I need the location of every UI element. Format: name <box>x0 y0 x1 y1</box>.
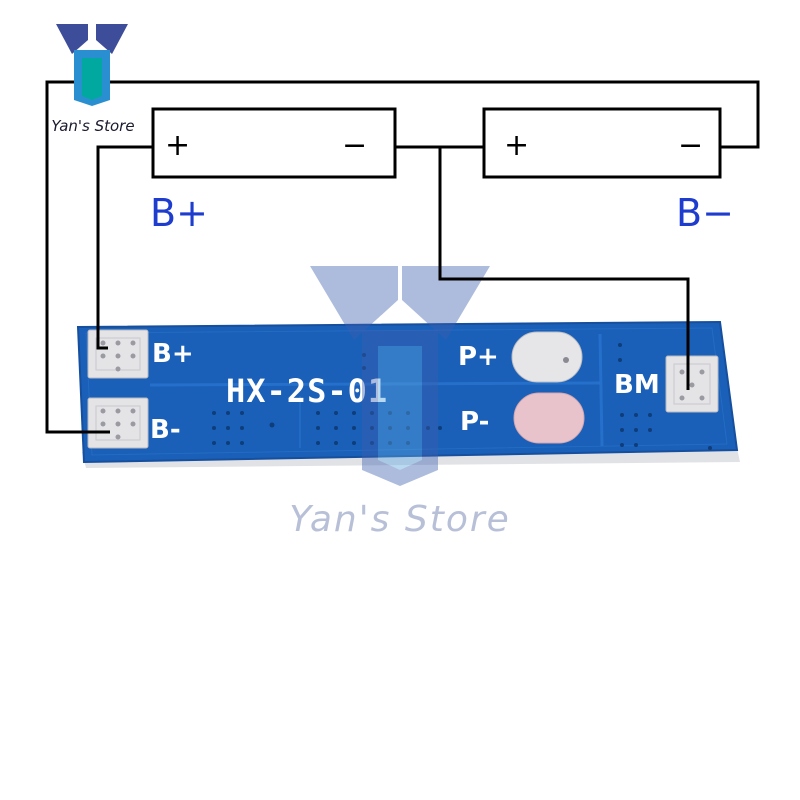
pad-p-plus <box>511 331 583 383</box>
via-dots <box>212 343 712 450</box>
pad-b-minus <box>87 397 149 449</box>
pad-b-plus <box>87 329 149 379</box>
battery-cell-1: + − <box>151 107 397 179</box>
wire-bm <box>438 147 690 390</box>
store-name-label: Yan's Store <box>51 117 134 135</box>
pad-p-minus <box>513 392 585 444</box>
battery-cell-2: + − <box>482 107 722 179</box>
watermark-logo-icon <box>310 266 490 486</box>
pack-negative-label: B− <box>676 191 734 235</box>
y-logo-icon <box>56 24 128 106</box>
silk-b-plus-label: B+ <box>152 339 194 369</box>
silk-p-minus-label: P- <box>460 407 489 437</box>
silk-p-plus-label: P+ <box>458 342 499 372</box>
pad-bm <box>665 355 719 413</box>
silk-bm-label: BM <box>614 370 660 400</box>
wire-b-minus <box>45 80 760 434</box>
wires <box>45 80 760 434</box>
cell-1-positive-label: + <box>165 128 190 163</box>
cell-2-negative-label: − <box>678 128 703 163</box>
silk-b-minus-label: B- <box>150 415 181 445</box>
watermark-store-text: Yan's Store <box>289 499 511 540</box>
cell-1-negative-label: − <box>342 128 367 163</box>
pack-positive-label: B+ <box>150 191 208 235</box>
board-model-label: HX-2S-01 <box>226 372 388 410</box>
cell-2-positive-label: + <box>504 128 529 163</box>
wire-b-plus <box>96 145 153 350</box>
